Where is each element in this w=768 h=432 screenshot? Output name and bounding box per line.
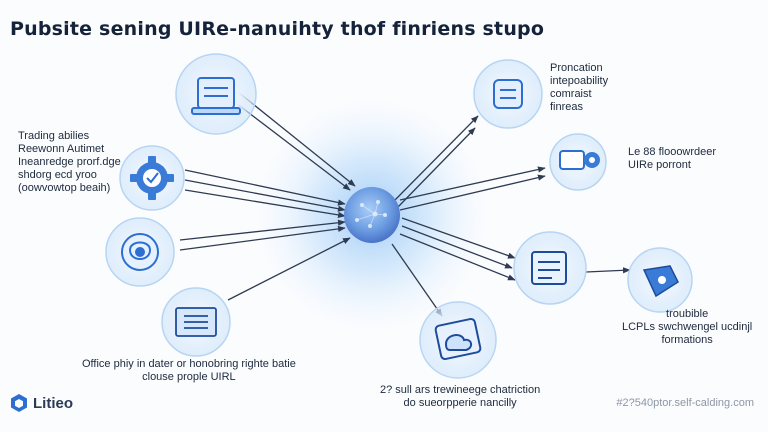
node-left-low (105, 217, 175, 287)
server-stack-icon (191, 77, 241, 115)
brand-logo: Litieo (10, 392, 73, 414)
label-right-mid: Le 88 flooowrdeer UIRe porront (628, 146, 717, 171)
hexagon-logo-icon (11, 394, 27, 412)
label-right-top: Proncation intepoability comraist finrea… (550, 62, 609, 113)
brain-chip-icon (121, 233, 159, 271)
node-bottom-center (419, 301, 497, 379)
node-left-top (175, 53, 257, 135)
brand-name: Litieo (33, 394, 73, 412)
page-title: Pubsite sening UIRe-nanuihty thof finrie… (10, 18, 545, 40)
document-panel-icon (531, 251, 567, 285)
cloud-window-icon (434, 317, 482, 361)
database-icon (493, 79, 523, 109)
map-chip-icon (642, 265, 679, 298)
circuit-board-icon (175, 307, 217, 337)
label-bottom-left: Office phiy in dater or honobring righte… (82, 358, 296, 383)
label-bottom-center: 2? sull ars trewineege chatriction do su… (380, 384, 541, 409)
label-right-bottom: troubible LCPLs swchwengel ucdinjl forma… (622, 308, 753, 346)
label-left-top: Trading abilies Reewonn Autimet Ineanred… (18, 130, 121, 194)
node-left-bottom (161, 287, 231, 357)
gear-icon (130, 156, 174, 200)
hub-node (344, 187, 400, 243)
node-right-low (513, 231, 587, 305)
node-left-mid (119, 145, 185, 211)
node-right-mid (549, 133, 607, 191)
node-far-right (627, 247, 693, 313)
node-right-top (473, 59, 543, 129)
gear-tag-icon (559, 150, 600, 170)
connectors (179, 91, 631, 317)
watermark: #2?540ptor.self-calding.com (616, 397, 754, 409)
